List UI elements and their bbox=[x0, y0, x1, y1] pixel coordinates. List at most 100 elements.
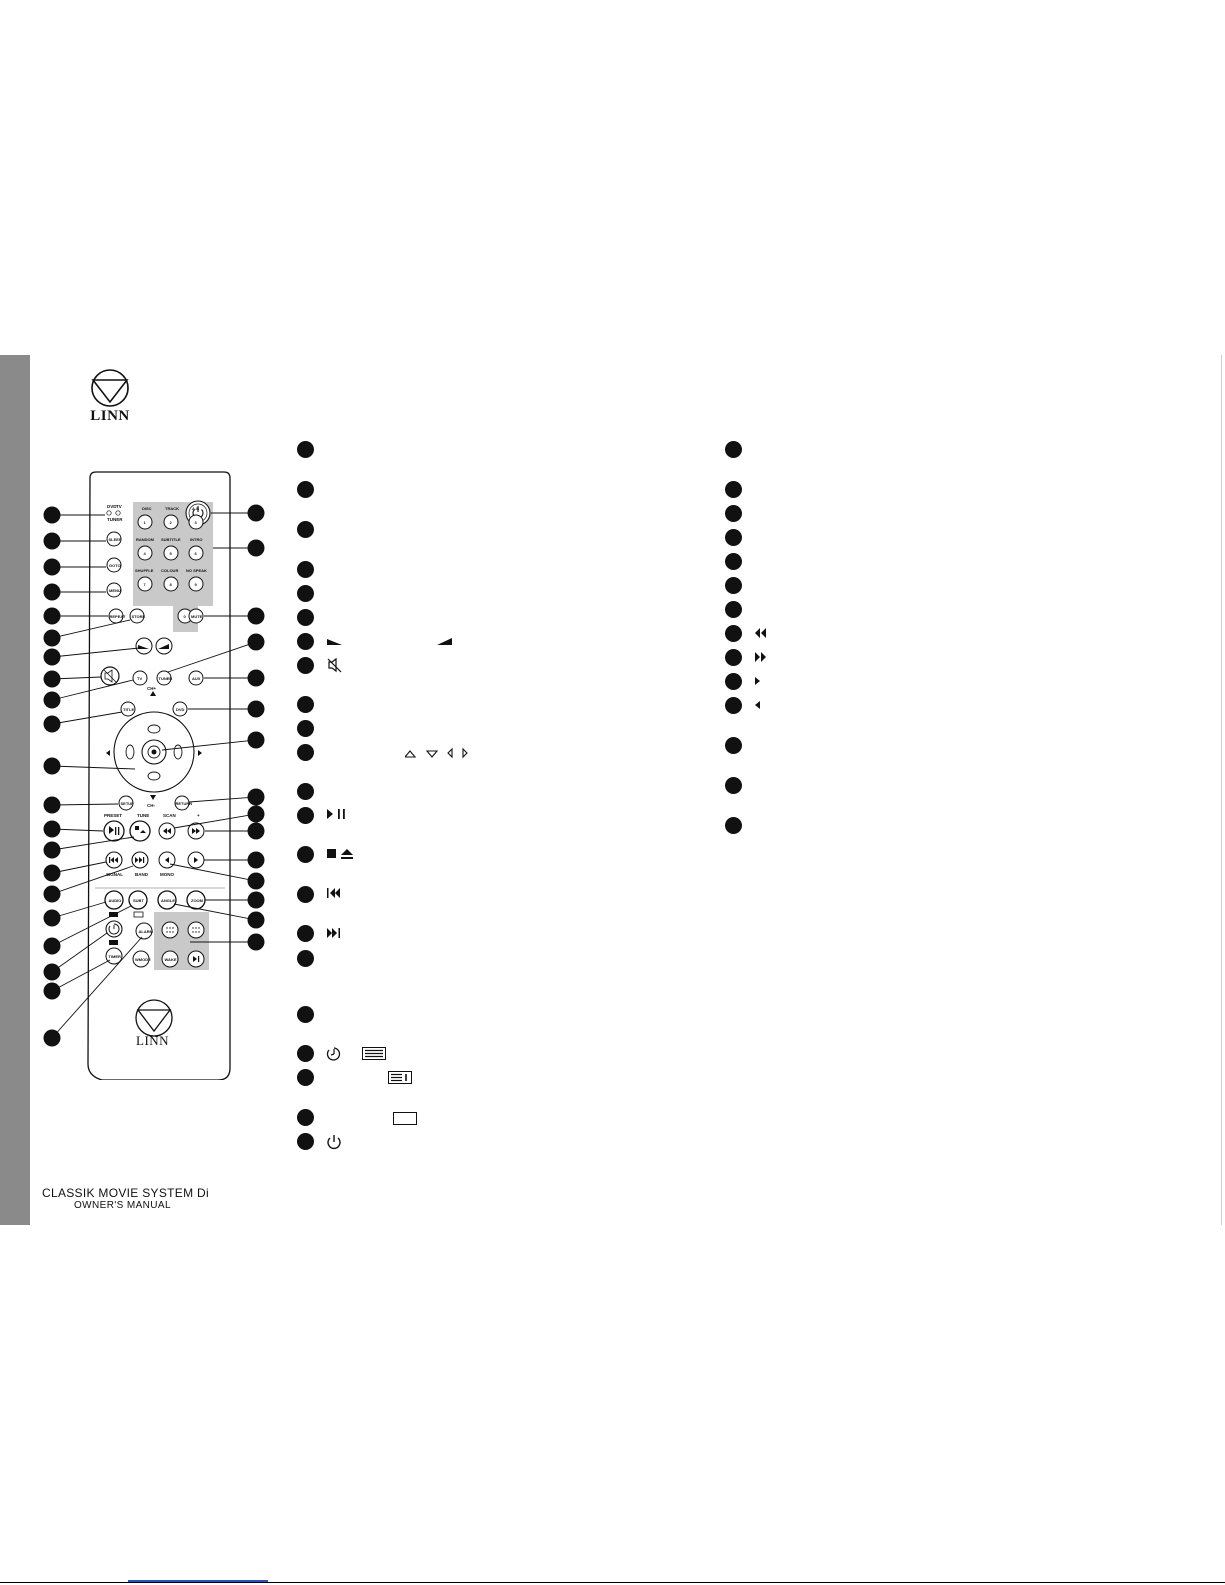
manual-title: CLASSIK MOVIE SYSTEM Di bbox=[42, 1186, 209, 1200]
slow-reverse-button[interactable] bbox=[158, 851, 176, 869]
angle-button[interactable]: ANGLE bbox=[157, 890, 177, 910]
number-5-button[interactable]: 5 bbox=[163, 545, 179, 561]
return-button[interactable]: RETURN bbox=[174, 795, 193, 811]
menu-button[interactable]: MENU bbox=[106, 582, 122, 598]
audio-button[interactable]: AUDIO bbox=[104, 890, 124, 910]
tune-label: TUNE bbox=[137, 813, 149, 818]
number-0-button[interactable]: 0 bbox=[177, 608, 193, 624]
number-6-button[interactable]: 6 bbox=[188, 545, 204, 561]
dvd-led bbox=[106, 510, 112, 516]
bottom-link-underline bbox=[128, 1580, 268, 1582]
callout-bullet bbox=[297, 633, 314, 650]
linn-triangle-icon bbox=[91, 369, 129, 407]
band-label: BAND bbox=[135, 872, 149, 877]
volume-down-icon bbox=[138, 645, 149, 649]
tv-led bbox=[115, 510, 121, 516]
enter-button[interactable] bbox=[141, 739, 167, 765]
slow-forward-button[interactable] bbox=[187, 851, 205, 869]
ab-label: A-B bbox=[192, 506, 199, 511]
colour-label: COLOUR bbox=[161, 568, 178, 573]
slow-reverse-icon bbox=[165, 857, 169, 863]
volume-down-button[interactable] bbox=[135, 637, 153, 655]
subt-button[interactable]: SUBT bbox=[128, 890, 148, 910]
play-pause-button[interactable] bbox=[103, 820, 125, 842]
store-button[interactable]: STORE bbox=[129, 608, 146, 624]
skip-forward-button[interactable] bbox=[131, 851, 149, 869]
nospeak-label: NO SPEAK bbox=[186, 568, 207, 573]
alarm-button[interactable]: ALARM bbox=[135, 922, 154, 940]
rewind-button[interactable] bbox=[158, 822, 176, 840]
callout-bullet bbox=[297, 1069, 314, 1086]
slow-reverse-icon bbox=[755, 701, 760, 709]
wake-button[interactable]: WAKE bbox=[161, 950, 179, 968]
svg-text:RETURN: RETURN bbox=[176, 801, 193, 806]
volume-up-button[interactable] bbox=[155, 637, 173, 655]
stop-eject-icon bbox=[327, 849, 353, 859]
slow-forward-icon bbox=[194, 857, 198, 863]
scan-label: SCAN bbox=[163, 813, 176, 818]
svg-text:AUDIO: AUDIO bbox=[109, 898, 122, 903]
callout-bullet bbox=[725, 505, 742, 522]
keypad-a-button[interactable] bbox=[161, 921, 179, 939]
callout-bullet bbox=[725, 625, 742, 642]
svg-text:2: 2 bbox=[170, 520, 173, 525]
number-4-button[interactable]: 4 bbox=[137, 545, 153, 561]
mute-icon bbox=[327, 657, 342, 673]
tv-led-label: TV bbox=[116, 504, 122, 509]
disc-label: DISC bbox=[142, 506, 152, 511]
dvd-button[interactable]: DVD bbox=[172, 701, 188, 717]
remote-linn-wordmark: LINN bbox=[136, 1033, 169, 1048]
fast-forward-button[interactable] bbox=[187, 822, 205, 840]
callout-bullet bbox=[297, 925, 314, 942]
rewind-icon bbox=[163, 828, 171, 834]
number-7-button[interactable]: 7 bbox=[137, 576, 153, 592]
keypad-b-button[interactable] bbox=[187, 921, 205, 939]
callout-bullet bbox=[725, 553, 742, 570]
callout-bullet bbox=[725, 817, 742, 834]
svg-text:GOTO: GOTO bbox=[109, 563, 121, 568]
page-edge bbox=[1221, 355, 1222, 1225]
tuner-button[interactable]: TUNER bbox=[156, 670, 172, 686]
fast-forward-icon bbox=[192, 828, 200, 834]
clock-button[interactable] bbox=[105, 920, 123, 938]
random-label: RANDOM bbox=[136, 537, 155, 542]
info-menu-icon bbox=[388, 1071, 412, 1084]
callout-bullet bbox=[297, 696, 314, 713]
title-button[interactable]: TITLE bbox=[120, 701, 136, 717]
window-indicator-icon bbox=[133, 911, 144, 918]
wmode-button[interactable]: WMODE bbox=[132, 950, 151, 968]
svg-text:5: 5 bbox=[170, 551, 173, 556]
ch-minus-label: CH- bbox=[147, 803, 155, 808]
callout-lines bbox=[51, 512, 257, 1039]
callout-bullet bbox=[297, 561, 314, 578]
number-8-button[interactable]: 8 bbox=[163, 576, 179, 592]
play-skip-button[interactable] bbox=[187, 950, 205, 968]
play-pause-icon bbox=[109, 826, 114, 834]
volume-up-icon bbox=[158, 644, 169, 649]
sleep-button[interactable]: SLEEP bbox=[106, 531, 122, 547]
number-3-button[interactable]: 3 bbox=[188, 514, 204, 530]
zoom-button[interactable]: ZOOM bbox=[186, 890, 206, 910]
callout-bullet bbox=[297, 481, 314, 498]
mute-text-button[interactable]: MUTE bbox=[188, 608, 204, 624]
svg-text:ZOOM: ZOOM bbox=[191, 898, 204, 903]
number-1-button[interactable]: 1 bbox=[137, 514, 153, 530]
svg-text:8: 8 bbox=[170, 582, 173, 587]
mute-button[interactable] bbox=[100, 666, 120, 686]
aux-button[interactable]: AUX bbox=[188, 670, 204, 686]
callout-markers bbox=[43, 504, 265, 1047]
rewind-icon bbox=[755, 628, 766, 638]
side-strip bbox=[0, 355, 30, 1225]
subtitle-label: SUBTITLE bbox=[161, 537, 181, 542]
number-2-button[interactable]: 2 bbox=[163, 514, 179, 530]
left-arrow-icon bbox=[106, 750, 110, 756]
number-9-button[interactable]: 9 bbox=[188, 576, 204, 592]
tv-button[interactable]: TV bbox=[132, 670, 148, 686]
skip-back-button[interactable] bbox=[105, 851, 123, 869]
goto-button[interactable]: GOTO bbox=[106, 557, 122, 573]
setup-button[interactable]: SETUP bbox=[118, 795, 134, 811]
remote-linn-logo bbox=[135, 999, 173, 1037]
stop-eject-button[interactable] bbox=[129, 820, 151, 842]
svg-text:STORE: STORE bbox=[132, 614, 146, 619]
play-pause-icon bbox=[327, 809, 345, 819]
